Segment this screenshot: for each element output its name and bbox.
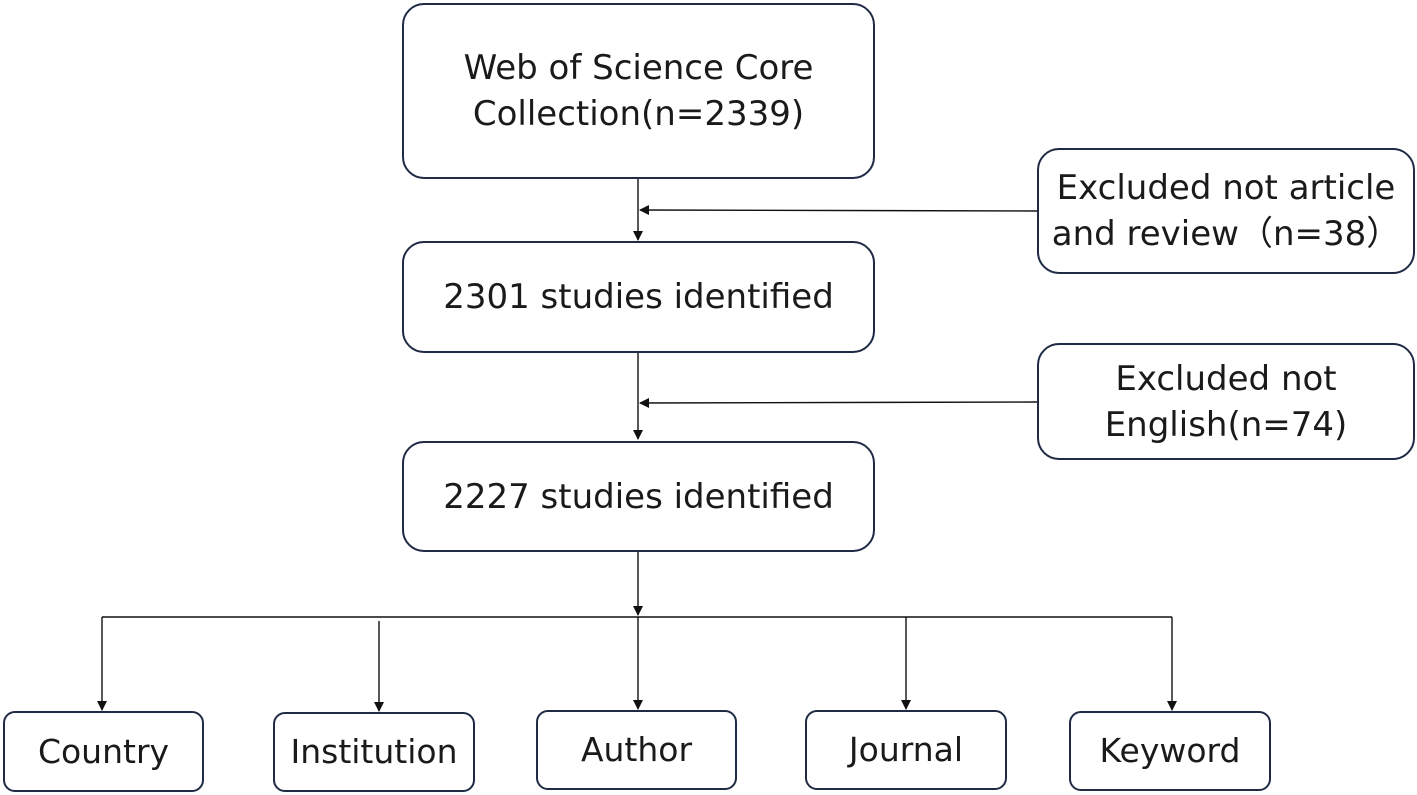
output-label-keyword: Keyword <box>1099 731 1241 770</box>
exclude-type-line-1: Excluded not article <box>1056 168 1396 208</box>
exclude-language-node: Excluded not English(n=74) <box>1037 343 1415 460</box>
output-node-institution: Institution <box>273 712 475 792</box>
exclude-type-node: Excluded not article and review（n=38） <box>1037 148 1415 274</box>
output-label-author: Author <box>580 730 693 769</box>
exclude-language-line-1: Excluded not <box>1115 358 1337 399</box>
step1-node: 2301 studies identified <box>402 241 875 353</box>
source-line-1: Web of Science Core <box>463 48 814 88</box>
source-line-2: Collection(n=2339) <box>472 94 805 134</box>
output-node-author: Author <box>536 710 737 790</box>
step1-line-1: 2301 studies identified <box>443 277 834 317</box>
exclude-language-line-2: English(n=74) <box>1104 404 1348 445</box>
step2-line-1: 2227 studies identified <box>443 476 834 517</box>
arrow-exclude-language <box>639 397 1038 408</box>
output-node-keyword: Keyword <box>1069 711 1271 791</box>
exclude-type-line-2: and review（n=38） <box>1051 214 1401 254</box>
output-node-country: Country <box>3 711 204 792</box>
output-label-institution: Institution <box>290 732 458 771</box>
output-label-country: Country <box>37 731 170 771</box>
output-node-journal: Journal <box>805 710 1007 790</box>
step2-node: 2227 studies identified <box>402 441 875 552</box>
arrow-exclude-type <box>639 205 1038 216</box>
source-node: Web of Science Core Collection(n=2339) <box>402 3 875 179</box>
output-label-journal: Journal <box>848 730 964 769</box>
